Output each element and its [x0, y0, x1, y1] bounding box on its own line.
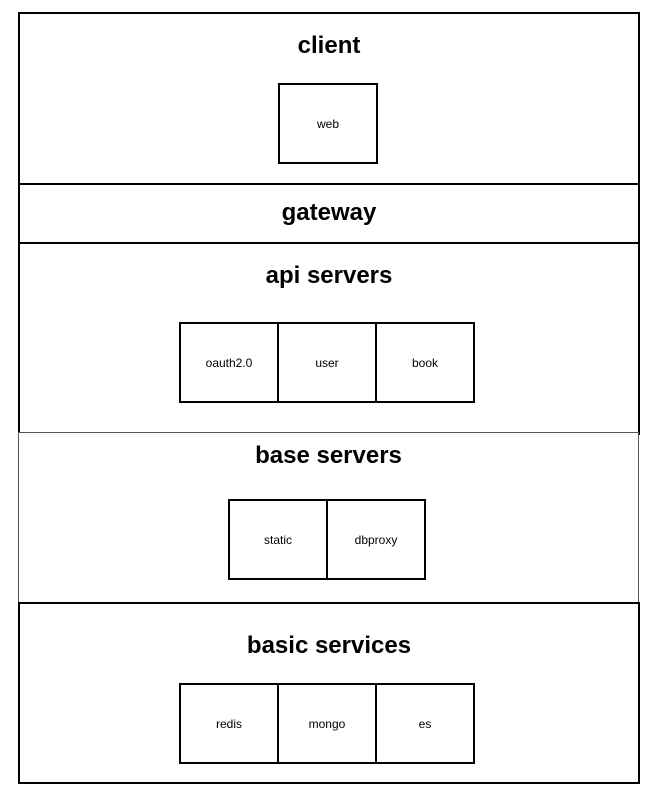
layer-basic-services: basic services redis mongo es: [18, 602, 640, 784]
layer-client: client web: [18, 12, 640, 185]
box-dbproxy: dbproxy: [326, 499, 426, 580]
box-book: book: [375, 322, 475, 403]
layer-gateway: gateway: [18, 183, 640, 245]
box-web: web: [278, 83, 378, 164]
box-row-api-servers: oauth2.0 user book: [179, 322, 475, 403]
box-redis: redis: [179, 683, 279, 764]
layer-api-servers: api servers oauth2.0 user book: [18, 242, 640, 435]
box-static: static: [228, 499, 328, 580]
box-user: user: [277, 322, 377, 403]
layer-title-api-servers: api servers: [265, 262, 393, 289]
layer-base-servers: base servers static dbproxy: [18, 432, 639, 605]
layer-title-gateway: gateway: [281, 199, 377, 226]
box-oauth: oauth2.0: [179, 322, 279, 403]
box-es: es: [375, 683, 475, 764]
box-row-client: web: [278, 83, 378, 164]
box-row-base-servers: static dbproxy: [228, 499, 426, 580]
layer-title-basic-services: basic services: [246, 632, 412, 659]
layer-title-base-servers: base servers: [255, 442, 402, 469]
box-mongo: mongo: [277, 683, 377, 764]
layer-title-client: client: [297, 32, 361, 59]
box-row-basic-services: redis mongo es: [179, 683, 475, 764]
